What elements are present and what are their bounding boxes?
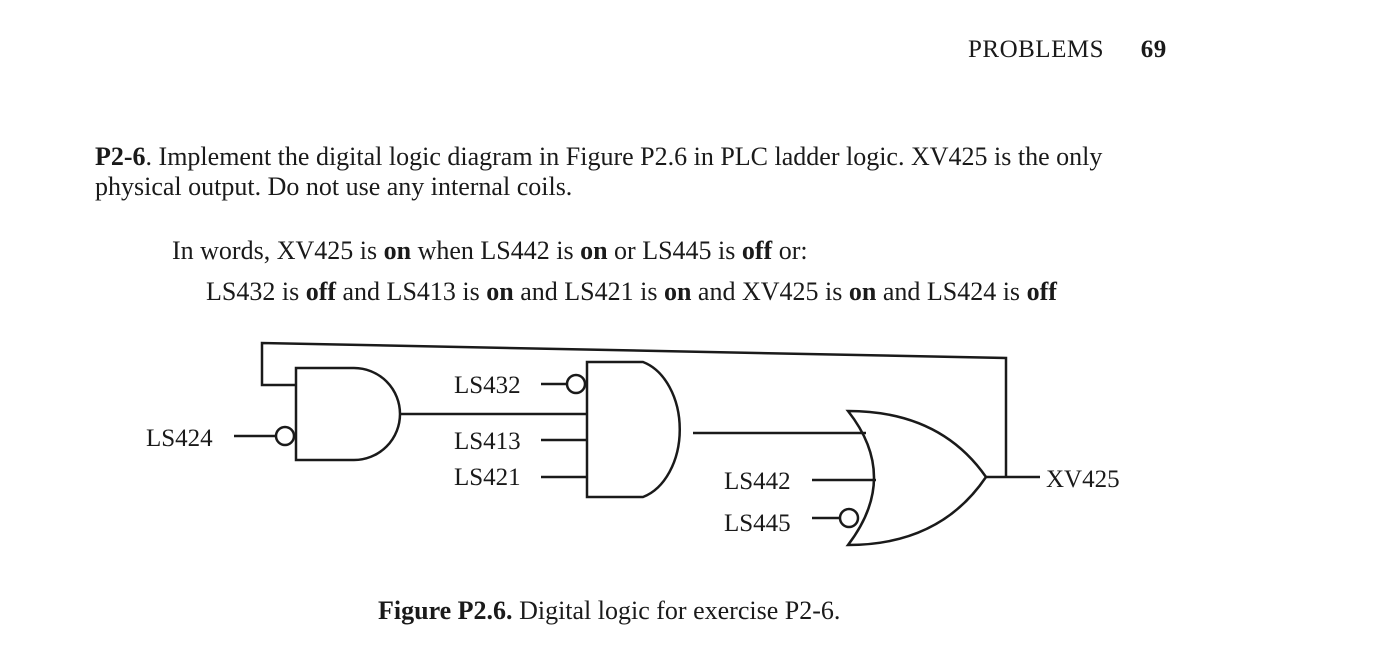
caption-text: Digital logic for exercise P2-6. [512,596,841,625]
problem-statement: P2-6. Implement the digital logic diagra… [95,142,1195,202]
words-emphasis: off [305,277,337,306]
words-emphasis: off [741,236,773,265]
or-gate [845,409,988,547]
ls424-label: LS424 [146,425,213,452]
ls424-invert-bubble [274,425,296,447]
figure-caption: Figure P2.6. Digital logic for exercise … [378,596,840,626]
and-gate-2 [585,360,681,499]
ls445-invert-bubble [838,507,860,529]
words-text: when LS442 is [411,236,581,265]
words-emphasis: on [663,277,692,306]
words-text: or LS445 is [607,236,742,265]
words-emphasis: on [486,277,514,306]
words-emphasis: off [1026,277,1057,306]
words-line-1: In words, XV425 is on when LS442 is on o… [172,236,808,266]
words-text: LS432 is [206,277,306,306]
words-emphasis: on [580,236,608,265]
xv425-label: XV425 [1046,466,1120,493]
words-text: and LS424 is [876,277,1027,306]
words-line-2: LS432 is off and LS413 is on and LS421 i… [206,277,1057,307]
words-emphasis: on [848,277,877,306]
words-text: and LS413 is [336,277,487,306]
and-gate-1 [294,366,402,462]
words-text: and XV425 is [691,277,849,306]
words-emphasis: on [383,236,412,265]
ls413-label: LS413 [454,428,521,455]
ls432-invert-bubble [565,373,587,395]
caption-label: Figure P2.6. [378,596,513,625]
running-head: PROBLEMS 69 [968,36,1167,64]
ls421-label: LS421 [454,464,521,491]
words-text: In words, XV425 is [172,236,384,265]
words-text: and LS421 is [513,277,664,306]
problem-text: . Implement the digital logic diagram in… [95,142,1103,201]
words-text: or: [772,236,808,265]
ls442-label: LS442 [724,468,791,495]
ls445-label: LS445 [724,510,791,537]
problem-id: P2-6 [95,142,146,171]
feedback-wire [260,341,1008,477]
ls432-label: LS432 [454,372,521,399]
section-title: PROBLEMS [968,36,1104,63]
page-number: 69 [1140,36,1167,63]
